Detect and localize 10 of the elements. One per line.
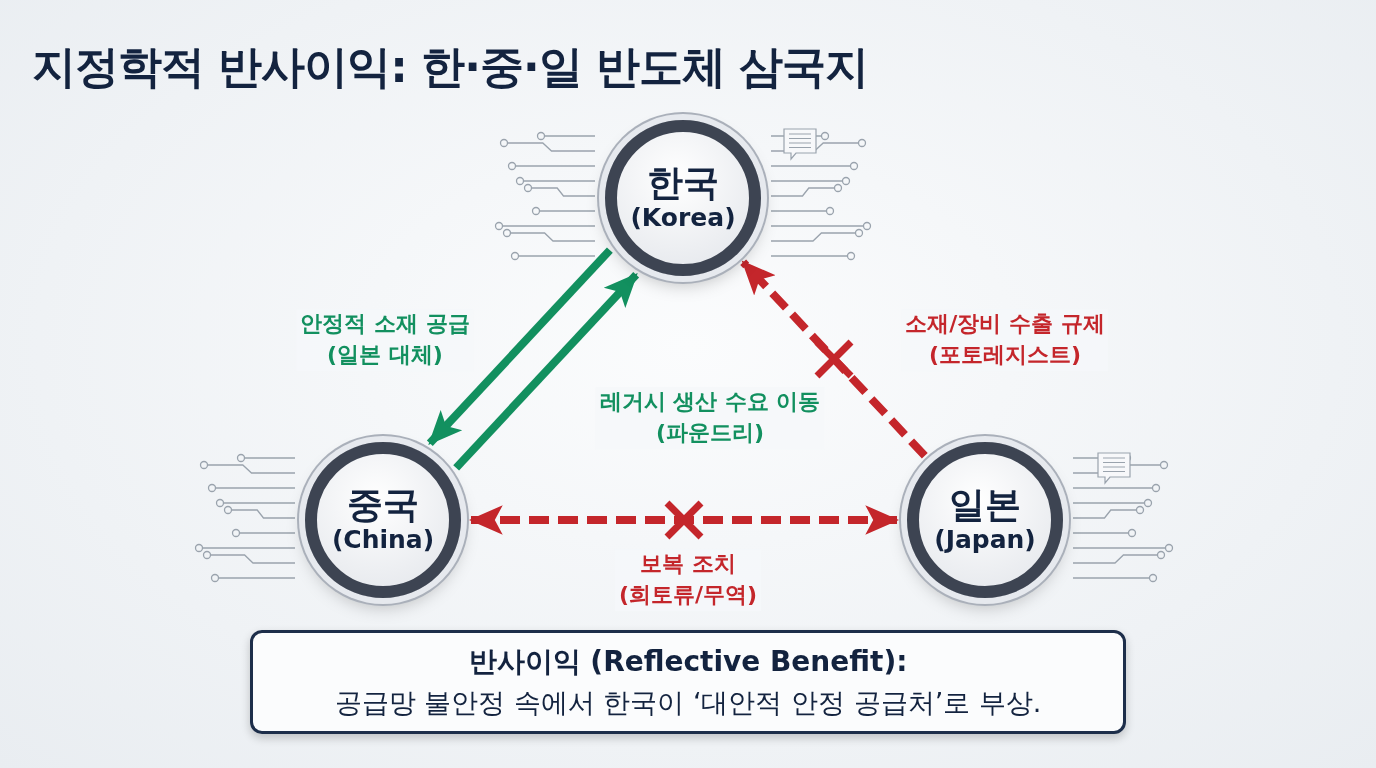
- country-english-name: (Japan): [934, 524, 1036, 555]
- country-name: 중국: [347, 485, 419, 525]
- country-english-name: (China): [331, 524, 435, 555]
- country-name: 일본: [949, 485, 1021, 525]
- country-name: 한국: [647, 163, 719, 203]
- summary-heading: 반사이익 (Reflective Benefit):: [468, 644, 908, 680]
- summary-box: [250, 630, 1126, 734]
- summary-text: 공급망 불안정 속에서 한국이 ‘대안적 안정 공급처’로 부상.: [334, 686, 1042, 720]
- country-english-name: (Korea): [630, 202, 736, 233]
- title: 지정학적 반사이익: 한·중·일 반도체 삼국지: [32, 40, 869, 94]
